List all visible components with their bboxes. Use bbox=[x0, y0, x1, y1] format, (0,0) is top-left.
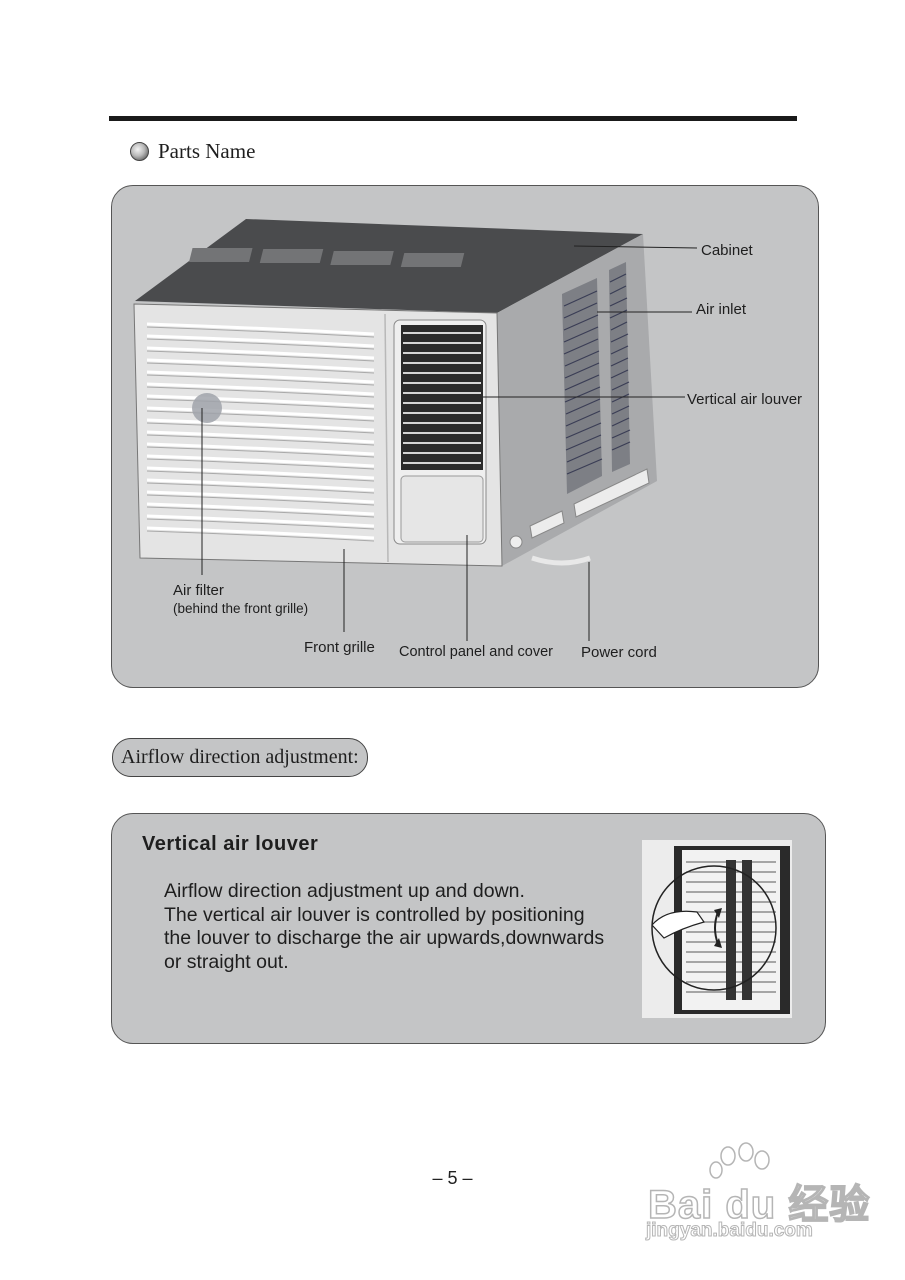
air-inlet-left bbox=[562, 278, 602, 494]
grille-knob bbox=[192, 393, 222, 423]
label-control-panel: Control panel and cover bbox=[399, 644, 553, 660]
description-line: Airflow direction adjustment up and down… bbox=[164, 880, 525, 902]
section-header: Parts Name bbox=[130, 139, 255, 164]
paw-icon bbox=[709, 1142, 770, 1179]
page-number: – 5 – bbox=[432, 1168, 473, 1188]
description-line: The vertical air louver is controlled by… bbox=[164, 903, 585, 926]
label-power-cord: Power cord bbox=[581, 644, 657, 661]
parts-diagram-panel: Cabinet Air inlet Vertical air louver Ai… bbox=[111, 185, 819, 688]
label-vertical-air-louver: Vertical air louver bbox=[687, 391, 803, 408]
baidu-watermark: Bai du 经验 jingyan.baidu.com bbox=[640, 1142, 870, 1252]
top-rule bbox=[109, 116, 797, 121]
cabinet-top bbox=[135, 219, 643, 313]
label-air-filter-note: (behind the front grille) bbox=[173, 601, 309, 616]
air-conditioner-illustration bbox=[133, 219, 698, 641]
control-cover bbox=[400, 475, 484, 543]
outlet-louver bbox=[401, 325, 483, 470]
hand-icon bbox=[651, 910, 705, 939]
louver-title: Vertical air louver bbox=[142, 833, 319, 855]
watermark-brand: Bai du 经验 bbox=[647, 1182, 871, 1228]
louver-instructions-panel: Vertical air louver Airflow direction ad… bbox=[111, 813, 826, 1044]
label-front-grille: Front grille bbox=[304, 639, 375, 656]
description-line: or straight out. bbox=[164, 950, 289, 973]
label-cabinet: Cabinet bbox=[701, 242, 753, 259]
louver-adjustment-photo bbox=[642, 840, 792, 1018]
watermark-url: jingyan.baidu.com bbox=[646, 1220, 814, 1242]
power-cord bbox=[531, 555, 591, 566]
airflow-heading: Airflow direction adjustment: bbox=[112, 738, 368, 777]
label-air-inlet: Air inlet bbox=[696, 301, 747, 318]
bullet-icon bbox=[130, 142, 149, 161]
description-line: the louver to discharge the air upwards,… bbox=[164, 927, 605, 949]
label-air-filter: Air filter bbox=[173, 582, 224, 599]
louver-description: Airflow direction adjustment up and down… bbox=[164, 880, 654, 974]
section-title: Parts Name bbox=[158, 139, 256, 163]
